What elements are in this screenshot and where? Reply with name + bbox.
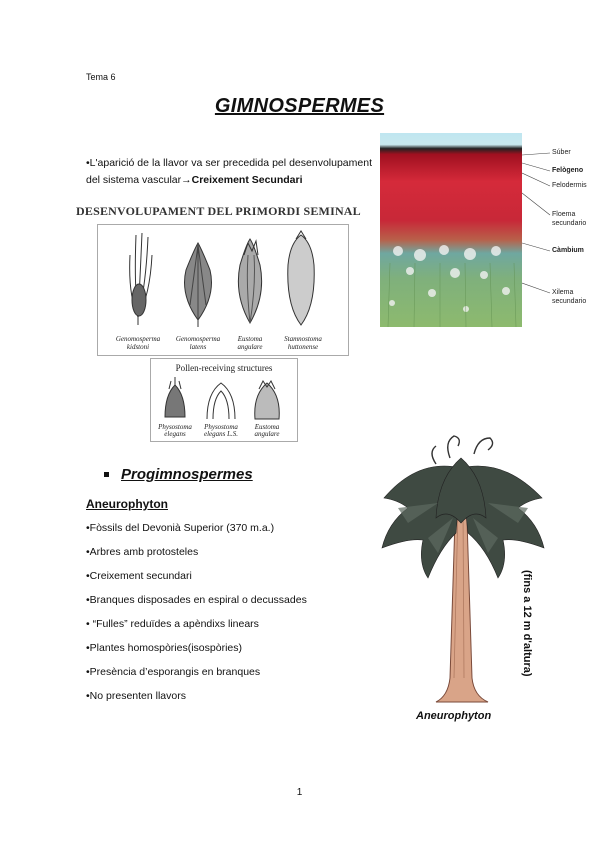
label-felogeno: Felògeno	[552, 167, 584, 174]
eustoma-small-drawing	[254, 380, 280, 420]
label-cambium: Càmbium	[552, 247, 584, 254]
caption-3a: Eustoma	[237, 335, 263, 343]
bullet-square-icon	[104, 472, 109, 477]
caption-1b: kidstoni	[127, 343, 149, 351]
caption-4a: Stamnostoma	[284, 335, 322, 343]
pollen-structures-figure: Pollen-receiving structures Physostoma e…	[150, 358, 298, 442]
page-number: 1	[296, 787, 303, 798]
intro-emphasis: Creixement Secundari	[191, 174, 303, 186]
stem-micrograph	[380, 133, 522, 328]
label-felodermis: Felodermis	[552, 182, 587, 189]
pollen-caption-3b: angulare	[254, 430, 279, 438]
stem-leader-lines	[522, 152, 551, 294]
list-item: •Arbres amb protosteles	[86, 546, 199, 558]
label-xilema-sec: secundario	[552, 298, 587, 305]
intro-paragraph: •L'aparició de la llavor va ser precedid…	[86, 155, 372, 189]
label-floema: Floema	[552, 211, 576, 218]
tree-height-note: (fins a 12 m d'altura)	[521, 570, 533, 677]
page-title: GIMNOSPERMES	[214, 95, 385, 117]
label-suber: Súber	[552, 149, 571, 156]
topic-label: Tema 6	[86, 72, 116, 82]
seminal-drawings: Genomosperma kidstoni Genomosperma laten…	[116, 230, 322, 351]
list-item: •Creixement secundari	[86, 570, 192, 582]
list-item: •Plantes homospòries(isospòries)	[86, 642, 242, 654]
tree-caption: Aneurophyton	[416, 710, 492, 722]
pollen-caption-3a: Eustoma	[254, 423, 280, 431]
pollen-caption-1a: Physostoma	[157, 423, 192, 431]
list-item: •No presenten llavors	[86, 690, 186, 702]
label-floema-sec: secundario	[552, 220, 587, 227]
list-item: •Presència d’esporangis en branques	[86, 666, 261, 678]
arrow-glyph: →	[181, 174, 192, 186]
genomosperma-kidstoni-drawing	[129, 232, 153, 325]
genomosperma-latens-drawing	[184, 241, 212, 327]
tree-drawing	[381, 435, 545, 703]
seminal-primordium-figure: Genomosperma kidstoni Genomosperma laten…	[97, 224, 349, 356]
stamnostoma-huttonense-drawing	[287, 230, 315, 326]
caption-1a: Genomosperma	[116, 335, 161, 343]
pollen-caption-2b: elegans L.S.	[204, 430, 238, 438]
pollen-figure-title: Pollen-receiving structures	[176, 363, 273, 373]
physostoma-drawing	[164, 377, 186, 418]
pollen-caption-2a: Physostoma	[203, 423, 238, 431]
list-item: • “Fulles” reduïdes a apèndixs linears	[86, 618, 259, 630]
pollen-drawings: Pollen-receiving structures Physostoma e…	[157, 363, 280, 438]
eustoma-angulare-drawing	[237, 238, 263, 325]
section-heading: Progimnospermes	[121, 466, 253, 483]
list-item: •Fòssils del Devonià Superior (370 m.a.)	[86, 522, 275, 534]
aneurophyton-tree-image	[378, 428, 548, 708]
list-item: •Branques disposades en espiral o decuss…	[86, 594, 307, 606]
label-xilema: Xilema	[552, 289, 574, 296]
caption-3b: angulare	[237, 343, 262, 351]
seminal-figure-title: DESENVOLUPAMENT DEL PRIMORDI SEMINAL	[76, 204, 361, 218]
caption-2a: Genomosperma	[176, 335, 221, 343]
caption-4b: huttonense	[288, 343, 318, 351]
intro-text: •L'aparició de la llavor va ser precedid…	[86, 157, 372, 186]
subheading: Aneurophyton	[86, 497, 168, 511]
pollen-caption-1b: elegans	[164, 430, 186, 438]
feature-list: •Fòssils del Devonià Superior (370 m.a.)…	[86, 520, 376, 712]
physostoma-ls-drawing	[206, 382, 236, 420]
caption-2b: latens	[190, 343, 207, 351]
stem-cross-section-image	[380, 133, 522, 328]
stem-labels: Súber Felògeno Felodermis Floema secunda…	[522, 133, 599, 327]
